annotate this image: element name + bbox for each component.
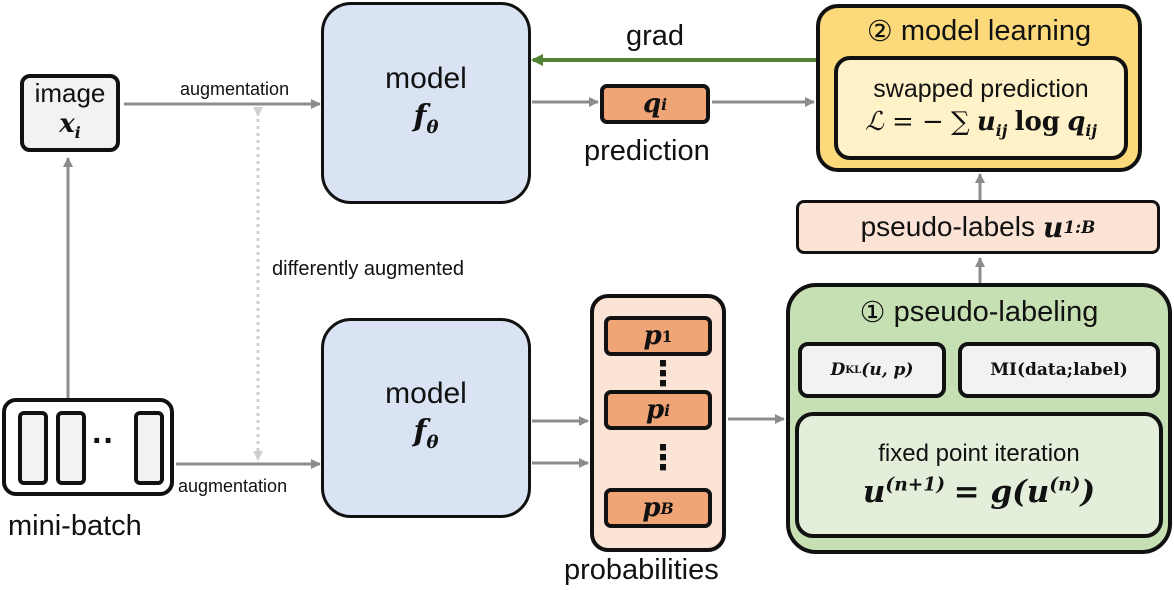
- prob-1-var: p: [643, 321, 662, 351]
- loss-sum: ∑: [951, 107, 970, 138]
- mi-text: MI(data;label): [990, 360, 1128, 380]
- fpi-close: ): [1080, 474, 1096, 510]
- loss-u: u: [976, 107, 996, 138]
- probabilities-label: probabilities: [564, 554, 719, 586]
- grad-label: grad: [626, 20, 685, 52]
- pseudo-labeling-title: pseudo-labeling: [893, 296, 1099, 328]
- model-learning-header: ② model learning: [820, 14, 1138, 49]
- model-learning-number: ②: [866, 16, 893, 48]
- pseudo-labeling-number: ①: [859, 297, 886, 329]
- prob-B-sub: B: [660, 498, 674, 518]
- fpi-formula: u(n+1) = g(u(n)): [863, 474, 1095, 510]
- image-var-sub: i: [74, 123, 81, 143]
- image-var: x: [59, 108, 75, 139]
- augmentation-label-bottom: augmentation: [178, 476, 288, 496]
- swapped-prediction-title: swapped prediction: [873, 75, 1089, 104]
- prob-1-sub: 1: [661, 326, 673, 346]
- pseudo-labels-text: pseudo-labels: [860, 211, 1035, 242]
- loss-q-sub: ij: [1085, 121, 1097, 141]
- swapped-prediction-box: swapped prediction ℒ = − ∑ uij log qij: [834, 56, 1128, 160]
- mini-batch-dots: ··: [92, 422, 115, 460]
- fpi-sup-rhs: (n): [1049, 474, 1081, 496]
- fixed-point-iteration-box: fixed point iteration u(n+1) = g(u(n)): [795, 412, 1163, 538]
- loss-formula: ℒ = − ∑ uij log qij: [865, 106, 1097, 140]
- fpi-u: u: [862, 474, 886, 510]
- probability-dots-1: ⋮: [646, 355, 680, 393]
- prob-i-var: p: [645, 395, 665, 425]
- model-bottom-var: fθ: [414, 413, 439, 462]
- image-node: image xi: [20, 74, 120, 152]
- model-top-sub: θ: [426, 116, 439, 138]
- model-top-var: fθ: [414, 98, 439, 147]
- loss-log: log: [1014, 107, 1060, 138]
- pseudo-labeling-header: ① pseudo-labeling: [790, 295, 1168, 330]
- loss-lhs: ℒ = −: [865, 107, 944, 138]
- prob-i-sub: i: [664, 400, 671, 420]
- mini-batch-node: ··: [2, 398, 174, 496]
- mini-batch-cell-3: [134, 411, 164, 485]
- prediction-var-sub: i: [661, 94, 668, 114]
- prob-B-var: p: [642, 493, 661, 523]
- mini-batch-label: mini-batch: [8, 510, 142, 542]
- model-bottom-f: f: [413, 413, 427, 449]
- model-node-top: model fθ: [321, 2, 531, 204]
- model-top-title: model: [385, 61, 467, 95]
- differently-augmented-label: differently augmented: [272, 258, 464, 280]
- model-top-f: f: [413, 98, 427, 134]
- prediction-var: q: [642, 89, 662, 119]
- loss-u-sub: ij: [995, 121, 1008, 141]
- mini-batch-cell-1: [18, 411, 48, 485]
- model-bottom-title: model: [385, 376, 467, 410]
- prediction-label: prediction: [584, 135, 710, 167]
- kl-args: (u, p): [861, 360, 914, 380]
- pseudo-labels-var: u: [1042, 210, 1064, 244]
- augmentation-label-top: augmentation: [180, 79, 290, 99]
- probability-dots-2: ⋮: [646, 439, 680, 477]
- model-bottom-sub: θ: [426, 431, 439, 453]
- model-node-bottom: model fθ: [321, 318, 531, 518]
- kl-sub: KL: [845, 364, 862, 376]
- fpi-sup-lhs: (n+1): [885, 474, 946, 496]
- pseudo-labels-sub: 1:B: [1063, 217, 1096, 237]
- fpi-title: fixed point iteration: [878, 440, 1080, 467]
- loss-q: q: [1067, 107, 1086, 138]
- model-learning-title: model learning: [900, 15, 1092, 47]
- fpi-eq: = g(u: [953, 474, 1050, 510]
- mutual-information-box: MI(data;label): [958, 342, 1160, 398]
- mini-batch-cell-2: [56, 411, 86, 485]
- image-node-var: xi: [59, 108, 80, 148]
- kl-D: D: [830, 360, 846, 380]
- image-node-title: image: [34, 77, 106, 108]
